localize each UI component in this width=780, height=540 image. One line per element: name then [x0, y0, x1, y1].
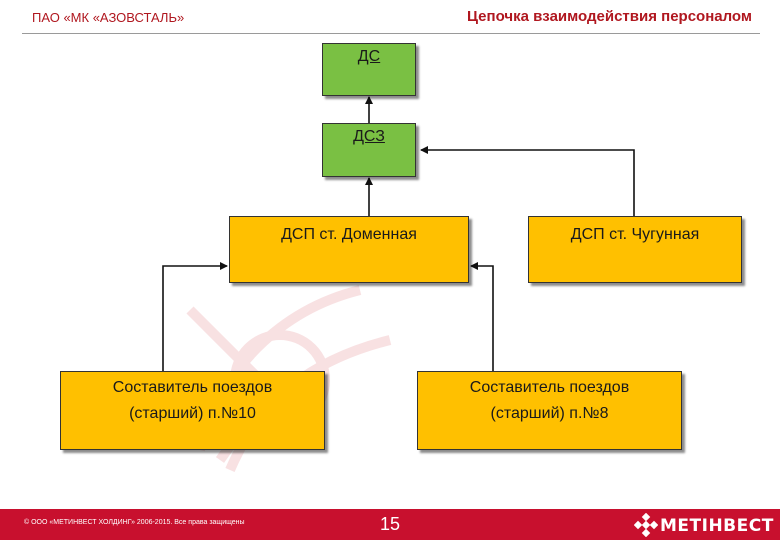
node-sostavitel-right-line1: Составитель поездов: [469, 379, 630, 396]
node-dsp-domennaya: ДСП ст. Доменная: [229, 216, 469, 283]
node-sostavitel-left-line1: Составитель поездов: [112, 379, 273, 396]
copyright-text: © ООО «МЕТИНВЕСТ ХОЛДИНГ» 2006-2015. Все…: [24, 519, 245, 526]
node-sostavitel-right: Составитель поездов (старший) п.№8: [417, 371, 682, 450]
node-ds: ДС: [322, 43, 416, 96]
node-ds-label: ДС: [357, 48, 381, 65]
page-number: 15: [380, 514, 401, 534]
company-name: ПАО «МК «АЗОВСТАЛЬ»: [32, 10, 185, 25]
edge-chug-to-dsz: [420, 146, 635, 216]
node-sostavitel-left-line2: (старший) п.№10: [129, 405, 256, 422]
footer-bar: [0, 509, 780, 540]
node-dsz-label: ДСЗ: [353, 128, 385, 145]
edge-sr-to-dom: [470, 262, 494, 371]
node-sostavitel-left: Составитель поездов (старший) п.№10: [60, 371, 325, 450]
edge-sl-to-dom: [162, 262, 228, 371]
node-dsz: ДСЗ: [322, 123, 416, 177]
node-dsp-domennaya-label: ДСП ст. Доменная: [281, 226, 417, 243]
slide-title: Цепочка взаимодействия персоналом: [467, 8, 752, 25]
node-dsp-chugunnaya: ДСП ст. Чугунная: [528, 216, 742, 283]
header-divider: [22, 33, 760, 34]
metinvest-logo-icon: [634, 513, 658, 537]
logo-text: МЕТІНВЕСТ: [660, 516, 774, 536]
node-dsp-chugunnaya-label: ДСП ст. Чугунная: [570, 226, 700, 243]
metinvest-logo: МЕТІНВЕСТ: [632, 511, 774, 539]
node-sostavitel-right-line2: (старший) п.№8: [490, 405, 609, 422]
